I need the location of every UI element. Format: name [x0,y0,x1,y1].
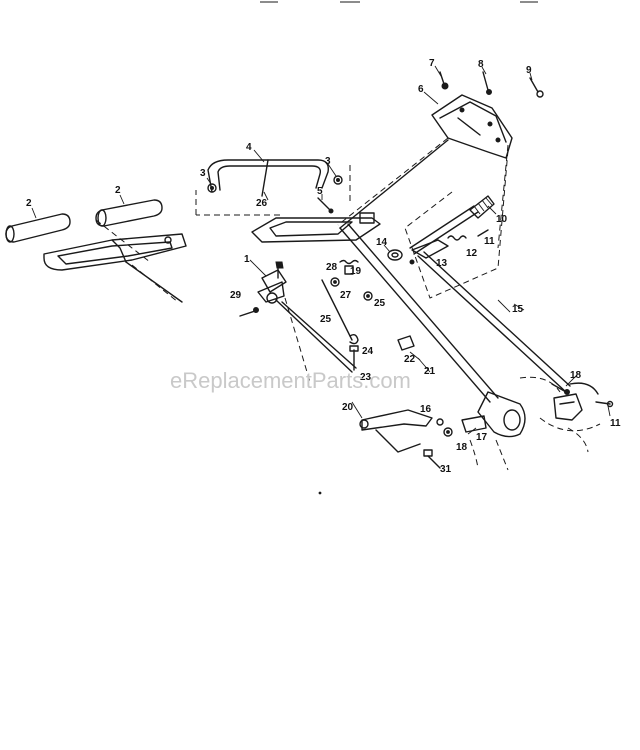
clip-22 [397,335,415,351]
callout-22: 22 [404,354,416,365]
pivot-bracket-17 [461,391,526,438]
bolt-5 [317,197,334,214]
rod-26-lower [321,279,353,341]
middle-mount-plate [251,212,381,243]
callout-31: 31 [440,464,452,475]
callout-15: 15 [512,304,524,315]
callout-2a: 2 [26,198,32,209]
callout-11b: 11 [610,418,621,429]
tine-shield-arcs [469,376,601,471]
callout-14: 14 [376,237,388,248]
callout-29: 29 [230,290,242,301]
bushing-14 [387,249,403,261]
callout-13: 13 [436,258,448,269]
callout-1: 1 [244,254,250,265]
bolt-23 [349,345,359,371]
upper-handle-rail [339,139,449,229]
callout-18b: 18 [456,442,468,453]
nut-3-right [333,175,343,185]
callout-12: 12 [466,248,478,259]
main-handle-tube [339,223,499,403]
callout-26: 26 [256,198,268,209]
bolt-8 [482,71,492,95]
callout-16: 16 [420,404,432,415]
lower-arm-20 [359,409,433,453]
speck [318,491,322,495]
callout-11a: 11 [484,236,495,247]
callout-3a: 3 [200,168,206,179]
callout-28: 28 [326,262,338,273]
lower-loop-bar [43,233,187,303]
callout-labels: 7 8 9 6 4 3 3 26 5 10 2 2 14 12 11 13 1 … [26,58,621,475]
screw-29 [239,307,259,317]
callout-24: 24 [362,346,374,357]
callout-17: 17 [476,432,488,443]
callout-9: 9 [526,65,532,76]
pin-11-lower [595,400,614,408]
bolt-31 [423,449,441,469]
control-rod [275,299,357,373]
nut-27 [330,277,340,287]
nut-13 [409,259,415,265]
bolt-7 [439,71,449,90]
washer-19 [344,265,354,275]
callout-21: 21 [424,366,436,377]
callout-25a: 25 [374,298,386,309]
callout-5: 5 [317,186,323,197]
top-panel-bracket [431,94,513,159]
callout-10: 10 [496,214,508,225]
callout-20: 20 [342,402,354,413]
long-cable-15 [417,251,571,393]
nut-18-lower [443,427,453,437]
callout-25b: 25 [320,314,332,325]
leader-lines [31,65,611,435]
callout-8: 8 [478,59,484,70]
bolt-9 [529,77,544,98]
washer-16 [436,418,444,426]
callout-27: 27 [340,290,352,301]
callout-23: 23 [360,372,372,383]
callout-3b: 3 [325,156,331,167]
bolt-18-upper [551,383,570,395]
callout-7: 7 [429,58,435,69]
handle-grip-right [95,199,163,227]
control-lever [409,195,495,259]
spring-28 [339,259,359,265]
callout-2b: 2 [115,185,121,196]
callout-4: 4 [246,142,252,153]
callout-6: 6 [418,84,424,95]
spring-12 [447,235,467,241]
washer-25-upper [363,291,373,301]
clip-24 [349,333,359,345]
nut-3-left [207,183,217,193]
callout-19: 19 [350,266,362,277]
pin-11-upper [477,229,489,237]
handle-grip-left [5,213,71,243]
right-link-bracket [553,382,599,421]
assembly-guide-lines [95,137,509,383]
watermark-text: eReplacementParts.com [170,368,411,393]
upper-u-handle [207,159,329,197]
callout-18a: 18 [570,370,582,381]
clamp-assembly [257,261,287,304]
